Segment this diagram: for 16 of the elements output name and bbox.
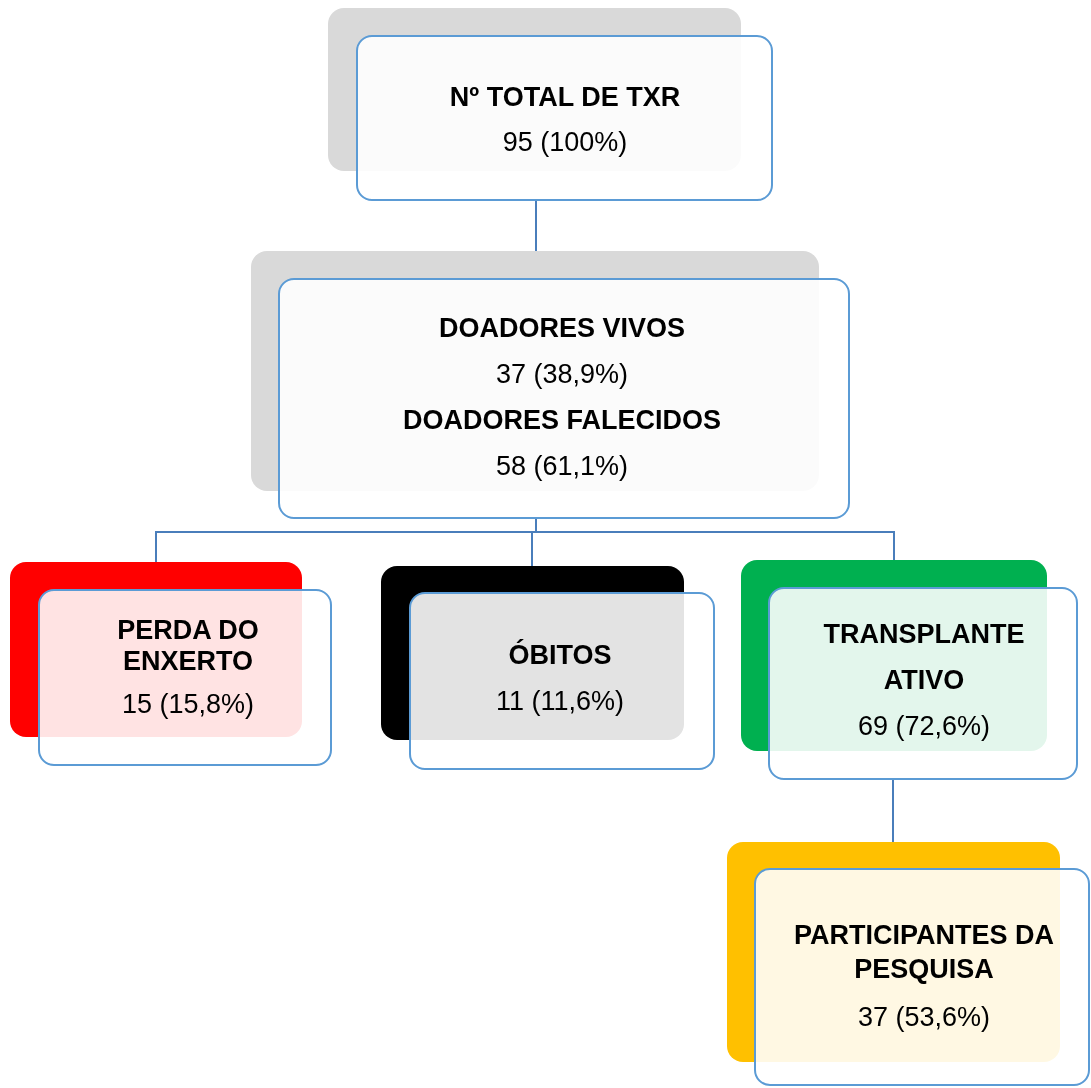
category-heading: Nº TOTAL DE TXR [448, 81, 682, 114]
category-heading: TRANSPLANTE ATIVO [822, 618, 1026, 697]
category-heading: DOADORES FALECIDOS [402, 404, 722, 437]
category-heading: PARTICIPANTES DA PESQUISA [793, 919, 1055, 986]
count-value: 69 (72,6%) [856, 710, 992, 743]
category-heading: PERDA DO ENXERTO [116, 615, 260, 677]
count-value: 15 (15,8%) [120, 689, 256, 720]
connector-line [892, 779, 894, 843]
connector-line [535, 200, 537, 252]
count-value: 37 (38,9%) [494, 358, 630, 391]
count-value: 37 (53,6%) [856, 1001, 992, 1034]
count-value: 95 (100%) [501, 126, 629, 159]
count-value: 58 (61,1%) [494, 450, 630, 483]
category-heading: DOADORES VIVOS [437, 312, 686, 345]
category-heading: ÓBITOS [507, 638, 613, 672]
count-value: 11 (11,6%) [494, 685, 626, 718]
